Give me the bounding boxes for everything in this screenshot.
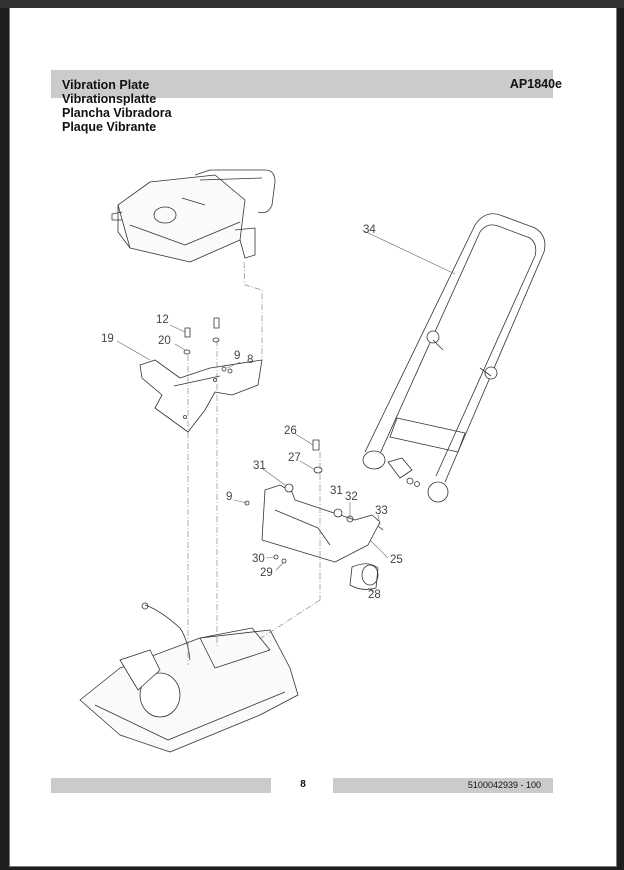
- callout-30: 30: [252, 553, 265, 565]
- base-plate: [79, 602, 299, 753]
- viewer-top-bar: [0, 0, 624, 8]
- dash-dot-alignment-lines: [187, 261, 321, 665]
- callout-25: 25: [390, 554, 403, 566]
- callout-27: 27: [288, 452, 301, 464]
- handle-assembly: [362, 213, 546, 503]
- callout-29: 29: [260, 567, 273, 579]
- model-number: AP1840e: [509, 77, 562, 91]
- callout-32: 32: [345, 491, 358, 503]
- footer-band-left: [51, 778, 271, 793]
- footer-band-right: 5100042939 - 100: [333, 778, 553, 793]
- engine-assembly: [111, 169, 276, 263]
- callout-9-lower: 9: [226, 491, 233, 503]
- bracket-19: [139, 359, 263, 433]
- callout-33: 33: [375, 505, 388, 517]
- leader-lines: [116, 229, 456, 593]
- bolts-group-top: [183, 317, 233, 374]
- callout-28: 28: [368, 589, 381, 601]
- callout-26: 26: [284, 425, 297, 437]
- callout-12: 12: [156, 314, 169, 326]
- title-english: Vibration Plate: [62, 78, 150, 92]
- document-number: 5100042939 - 100: [467, 780, 541, 790]
- callout-31-right: 31: [330, 485, 343, 497]
- callout-8: 8: [247, 354, 254, 366]
- callout-9: 9: [234, 350, 241, 362]
- page-number: 8: [300, 779, 306, 790]
- callout-31: 31: [253, 460, 266, 472]
- callout-20: 20: [158, 335, 171, 347]
- header-band: [51, 70, 553, 98]
- title-french: Plaque Vibrante: [62, 120, 157, 134]
- callout-19: 19: [101, 333, 114, 345]
- callout-34: 34: [363, 224, 376, 236]
- title-spanish: Plancha Vibradora: [62, 106, 172, 120]
- title-german: Vibrationsplatte: [62, 92, 157, 106]
- bracket-25: [244, 439, 384, 590]
